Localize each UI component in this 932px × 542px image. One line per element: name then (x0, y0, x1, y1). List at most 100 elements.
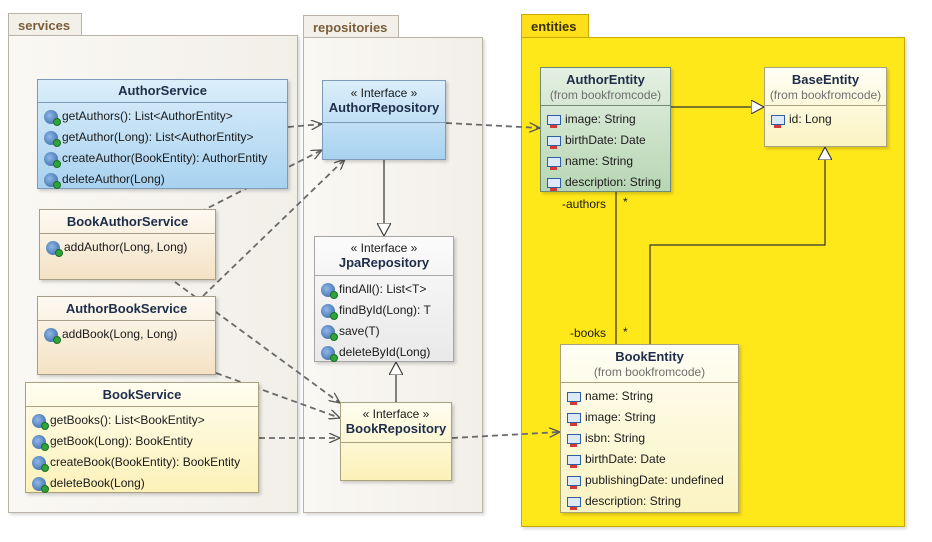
book-repository-header: « Interface » BookRepository (341, 403, 451, 443)
author-entity-from: (from bookfromcode) (549, 88, 662, 102)
author-service-op-3[interactable]: createAuthor(BookEntity): AuthorEntity (44, 148, 287, 169)
author-service-class[interactable]: AuthorService getAuthors(): List<AuthorE… (37, 79, 288, 189)
attribute-icon (567, 391, 581, 405)
book-entity-attr-5[interactable]: publishingDate: undefined (567, 470, 738, 491)
author-service-op-2[interactable]: getAuthor(Long): List<AuthorEntity> (44, 127, 287, 148)
operation-icon (44, 327, 61, 344)
attribute-icon (567, 433, 581, 447)
base-entity-name: BaseEntity (791, 72, 860, 87)
dep-authorservice-authorrepo (287, 124, 322, 127)
book-entity-attr-4[interactable]: birthDate: Date (567, 449, 738, 470)
services-package-tab[interactable]: services (8, 13, 82, 36)
attribute-icon (567, 454, 581, 468)
author-service-op-4[interactable]: deleteAuthor(Long) (44, 169, 287, 190)
attribute-icon (547, 135, 561, 149)
author-entity-attr-3[interactable]: name: String (547, 151, 670, 172)
book-author-service-class[interactable]: BookAuthorService addAuthor(Long, Long) (39, 209, 216, 280)
attribute-icon (547, 156, 561, 170)
authors-role-label: -authors (562, 197, 607, 211)
operation-icon (321, 345, 338, 362)
dep-authorbookservice-authorrepo (202, 159, 345, 297)
operation-icon (321, 282, 338, 299)
operation-icon (44, 151, 61, 168)
jpa-repository-op-3[interactable]: save(T) (321, 321, 453, 342)
author-service-header: AuthorService (38, 80, 287, 103)
book-entity-attr-3[interactable]: isbn: String (567, 428, 738, 449)
author-repository-interface[interactable]: « Interface » AuthorRepository (322, 80, 446, 160)
author-repository-header: « Interface » AuthorRepository (323, 81, 445, 123)
operation-icon (32, 455, 49, 472)
jpa-repository-op-1[interactable]: findAll(): List<T> (321, 279, 453, 300)
book-author-service-name: BookAuthorService (66, 214, 189, 229)
book-service-op-3[interactable]: createBook(BookEntity): BookEntity (32, 452, 258, 473)
book-service-op-2[interactable]: getBook(Long): BookEntity (32, 431, 258, 452)
base-entity-from: (from bookfromcode) (769, 88, 882, 102)
book-author-service-op-1[interactable]: addAuthor(Long, Long) (46, 237, 215, 258)
books-role-label: -books (570, 326, 607, 340)
author-book-service-name: AuthorBookService (65, 301, 188, 316)
operation-icon (44, 109, 61, 126)
base-entity-class[interactable]: BaseEntity (from bookfromcode) id: Long (764, 67, 887, 147)
operation-icon (321, 324, 338, 341)
gen-bookentity-base (649, 147, 825, 345)
author-entity-attr-1[interactable]: image: String (547, 109, 670, 130)
attribute-icon (547, 114, 561, 128)
author-entity-class[interactable]: AuthorEntity (from bookfromcode) image: … (540, 67, 671, 192)
operation-icon (32, 476, 49, 493)
author-book-service-op-1[interactable]: addBook(Long, Long) (44, 324, 215, 345)
book-service-op-1[interactable]: getBooks(): List<BookEntity> (32, 410, 258, 431)
dep-bookrepo-bookentity (451, 432, 560, 439)
base-entity-attr-1[interactable]: id: Long (771, 109, 886, 130)
book-service-header: BookService (26, 383, 258, 407)
author-repository-stereotype: « Interface » (350, 86, 418, 100)
entities-package-tab[interactable]: entities (521, 14, 589, 37)
books-multiplicity: * (623, 325, 628, 339)
authors-multiplicity: * (623, 195, 628, 209)
operation-icon (32, 413, 49, 430)
attribute-icon (567, 475, 581, 489)
book-repository-interface[interactable]: « Interface » BookRepository (340, 402, 452, 481)
jpa-repository-interface[interactable]: « Interface » JpaRepository findAll(): L… (314, 236, 454, 362)
dep-bookauthorservice-authorrepo (199, 149, 322, 213)
operation-icon (46, 240, 63, 257)
dep-authorrepo-authorentity (445, 122, 540, 128)
jpa-repository-op-2[interactable]: findById(Long): T (321, 300, 453, 321)
author-entity-name: AuthorEntity (566, 72, 645, 87)
book-entity-header: BookEntity (from bookfromcode) (561, 345, 738, 383)
attribute-icon (567, 412, 581, 426)
book-service-class[interactable]: BookService getBooks(): List<BookEntity>… (25, 382, 259, 493)
dep-authorbookservice-bookrepo (215, 372, 340, 418)
book-entity-name: BookEntity (615, 349, 684, 364)
book-entity-attr-1[interactable]: name: String (567, 386, 738, 407)
author-service-op-1[interactable]: getAuthors(): List<AuthorEntity> (44, 106, 287, 127)
jpa-repository-header: « Interface » JpaRepository (315, 237, 453, 276)
base-entity-header: BaseEntity (from bookfromcode) (765, 68, 886, 106)
repositories-package-tab[interactable]: repositories (303, 15, 399, 38)
book-entity-from: (from bookfromcode) (593, 365, 706, 379)
jpa-repository-stereotype: « Interface » (350, 241, 418, 255)
book-repository-name: BookRepository (345, 421, 447, 436)
book-repository-stereotype: « Interface » (362, 407, 430, 421)
author-book-service-class[interactable]: AuthorBookService addBook(Long, Long) (37, 296, 216, 375)
operation-icon (321, 303, 338, 320)
author-entity-attr-2[interactable]: birthDate: Date (547, 130, 670, 151)
book-service-name: BookService (102, 387, 182, 402)
book-entity-attr-2[interactable]: image: String (567, 407, 738, 428)
jpa-repository-op-4[interactable]: deleteById(Long) (321, 342, 453, 363)
attribute-icon (547, 177, 561, 191)
operation-icon (32, 434, 49, 451)
author-entity-header: AuthorEntity (from bookfromcode) (541, 68, 670, 106)
author-entity-attr-4[interactable]: description: String (547, 172, 670, 193)
author-repository-name: AuthorRepository (328, 100, 440, 115)
author-service-name: AuthorService (118, 83, 207, 98)
jpa-repository-name: JpaRepository (338, 255, 430, 270)
book-entity-attr-6[interactable]: description: String (567, 491, 738, 512)
operation-icon (44, 172, 61, 189)
book-service-op-4[interactable]: deleteBook(Long) (32, 473, 258, 494)
author-book-service-header: AuthorBookService (38, 297, 215, 321)
attribute-icon (771, 114, 785, 128)
operation-icon (44, 130, 61, 147)
book-author-service-header: BookAuthorService (40, 210, 215, 234)
book-entity-class[interactable]: BookEntity (from bookfromcode) name: Str… (560, 344, 739, 513)
